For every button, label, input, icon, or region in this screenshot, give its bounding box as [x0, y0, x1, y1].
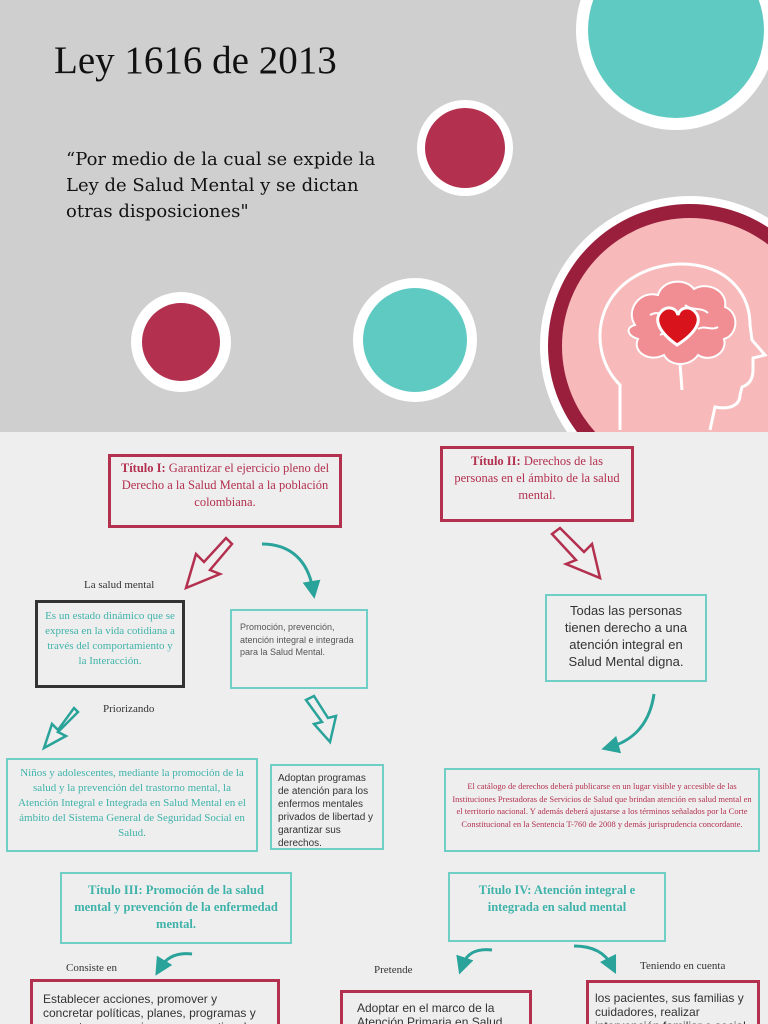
promocion-text: Promoción, prevención, atención integral… — [240, 622, 354, 657]
titulo-3-box: Título III: Promoción de la salud mental… — [60, 872, 292, 944]
salud-mental-definition-box: Es un estado dinámico que se expresa en … — [35, 600, 185, 688]
establecer-acciones-box: Establecer acciones, promover y concreta… — [30, 979, 280, 1024]
establecer-acciones-text: Establecer acciones, promover y concreta… — [43, 992, 259, 1024]
catalogo-derechos-text: El catálogo de derechos deberá publicars… — [452, 781, 752, 829]
adoptan-programas-box: Adoptan programas de atención para los e… — [270, 764, 384, 850]
label-pretende: Pretende — [374, 964, 413, 976]
page-title: Ley 1616 de 2013 — [54, 39, 337, 82]
titulo-1-heading: Título I: — [120, 461, 166, 475]
ninos-adolescentes-text: Niños y adolescentes, mediante la promoc… — [18, 767, 246, 839]
todas-personas-text: Todas las personas tienen derecho a una … — [564, 603, 688, 669]
titulo-1-box: Título I: Garantizar el ejercicio pleno … — [108, 454, 342, 528]
decor-circle-red-small-fill — [425, 108, 505, 188]
salud-mental-definition: Es un estado dinámico que se expresa en … — [45, 610, 175, 667]
titulo-2-heading: Título II: — [471, 454, 521, 468]
todas-personas-box: Todas las personas tienen derecho a una … — [545, 594, 707, 682]
titulo-2-box: Título II: Derechos de las personas en e… — [440, 446, 634, 522]
promocion-box: Promoción, prevención, atención integral… — [230, 609, 368, 689]
label-priorizando: Priorizando — [103, 703, 155, 715]
label-teniendo-en-cuenta: Teniendo en cuenta — [640, 960, 726, 972]
ninos-adolescentes-box: Niños y adolescentes, mediante la promoc… — [6, 758, 258, 852]
mind-map: Título I: Garantizar el ejercicio pleno … — [0, 432, 768, 1024]
adoptan-programas-text: Adoptan programas de atención para los e… — [278, 773, 374, 849]
adoptar-marco-text: Adoptar en el marco de la Atención Prima… — [357, 1001, 503, 1024]
decor-circle-red-left-fill — [142, 303, 220, 381]
titulo-4-box: Título IV: Atención integral e integrada… — [448, 872, 666, 942]
decor-circle-teal-mid-fill — [363, 288, 467, 392]
catalogo-derechos-box: El catálogo de derechos deberá publicars… — [444, 768, 760, 852]
titulo-1-text: Garantizar el ejercicio pleno del Derech… — [121, 461, 330, 509]
titulo-3-text: Título III: Promoción de la salud mental… — [74, 883, 278, 931]
titulo-2-text: Derechos de las personas en el ámbito de… — [454, 454, 620, 502]
titulo-4-text: Título IV: Atención integral e integrada… — [478, 883, 636, 914]
title-slide: Ley 1616 de 2013 “Por medio de la cual s… — [0, 0, 768, 432]
pacientes-familias-box: los pacientes, sus familias y cuidadores… — [586, 980, 760, 1024]
label-consiste-en: Consiste en — [66, 962, 118, 974]
brain-heart-icon — [598, 262, 768, 431]
law-description: “Por medio de la cual se expide la Ley d… — [66, 149, 376, 222]
arrow-down-icon — [41, 526, 656, 976]
label-salud-mental: La salud mental — [84, 579, 155, 591]
adoptar-marco-box: Adoptar en el marco de la Atención Prima… — [340, 990, 532, 1024]
pacientes-familias-text: los pacientes, sus familias y cuidadores… — [595, 991, 746, 1024]
